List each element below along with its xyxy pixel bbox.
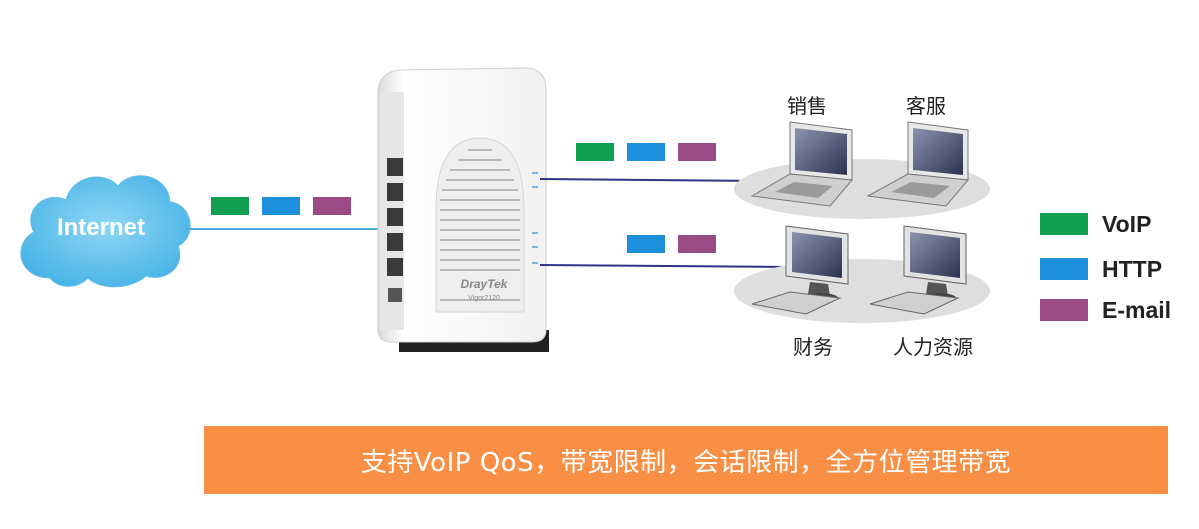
legend-item-email: E-mail	[1040, 297, 1171, 323]
legend-label-email: E-mail	[1102, 296, 1172, 323]
legend-label-http: HTTP	[1102, 255, 1163, 282]
laptop-icon	[866, 121, 969, 207]
router-brand: DrayTek	[461, 277, 509, 291]
department-label-support: 客服	[906, 94, 946, 118]
email-packet	[678, 235, 716, 253]
legend-swatch-http	[1040, 258, 1088, 280]
http-packet	[627, 235, 665, 253]
legend-item-http: HTTP	[1040, 256, 1162, 282]
lan-link-laptops	[539, 178, 763, 182]
legend-swatch-voip	[1040, 213, 1088, 235]
internet-label: Internet	[56, 214, 145, 241]
desktop-computer-icon	[869, 225, 967, 315]
email-packet	[313, 197, 351, 215]
feature-banner: 支持VoIP QoS，带宽限制，会话限制，全方位管理带宽	[204, 426, 1168, 494]
department-label-finance: 财务	[793, 335, 833, 359]
router-model: Vigor2120	[468, 295, 500, 302]
internet-cloud-icon	[20, 175, 191, 288]
router-device-icon: DrayTek Vigor2120	[377, 67, 549, 352]
desktop-computer-icon	[751, 225, 849, 315]
http-packet	[627, 143, 665, 161]
email-packet	[678, 143, 716, 161]
lan-link-desktops	[539, 264, 791, 268]
legend-label-voip: VoIP	[1102, 210, 1152, 237]
legend-item-voip: VoIP	[1040, 211, 1151, 237]
voip-packet	[211, 197, 249, 215]
voip-packet	[576, 143, 614, 161]
http-packet	[262, 197, 300, 215]
department-label-hr: 人力资源	[893, 335, 973, 359]
legend-swatch-email	[1040, 299, 1088, 321]
laptop-icon	[750, 121, 853, 207]
department-label-sales: 销售	[787, 94, 827, 118]
feature-banner-text: 支持VoIP QoS，带宽限制，会话限制，全方位管理带宽	[360, 447, 1012, 478]
